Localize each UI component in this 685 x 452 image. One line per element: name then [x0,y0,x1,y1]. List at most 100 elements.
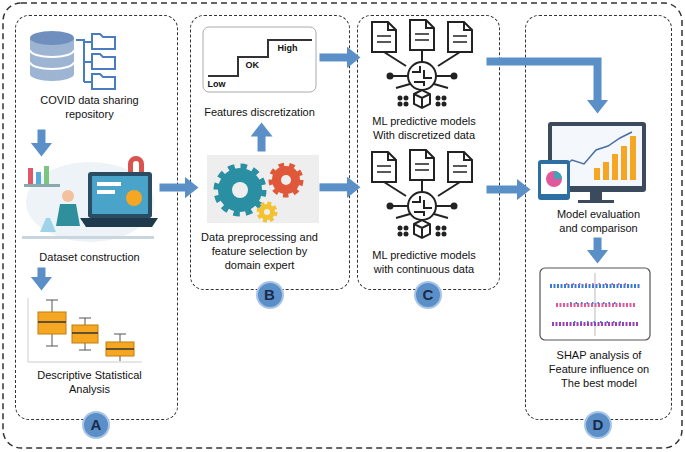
dataset-illustration [92,176,148,214]
illustrated-step: Data preprocessing and feature selection… [200,152,320,264]
dataset-illustration [62,190,74,202]
folder-tree-icon [92,34,115,49]
outer-frame [3,3,682,448]
flow-arrow [258,136,266,152]
ml-model-icon [405,97,408,100]
monitor-illustration [630,136,636,180]
database-icon [30,31,74,81]
ml-model-icon [408,62,436,90]
monitor-illustration [538,122,646,203]
dataset-illustration [126,190,142,206]
gears-illustration [259,204,275,220]
ml-model-icon [390,76,454,88]
ml-model-icon [426,20,434,28]
illustrated-step: ML predictive models with continuous dat… [362,148,487,278]
shap-beeswarm-illustration [552,322,638,326]
shap-beeswarm-illustration [556,303,636,307]
dataset-illustration [97,182,121,186]
dataset-illustration [80,218,158,227]
caption-text: ML predictive models with continuous dat… [362,248,487,276]
folder-tree-icon [76,40,92,82]
monitor-illustration [590,192,602,200]
ml-model-icon [437,103,440,106]
shap-beeswarm-illustration [570,302,620,304]
monitor-illustration [541,164,567,194]
illustrated-step: HighOKLowFeatures discretization [200,25,320,122]
monitor-illustration [594,168,600,180]
ml-model-icon [410,20,434,50]
caption-text: Features discretization [190,105,330,119]
panel-badge: A [82,411,110,439]
boxplot-illustration [72,332,98,334]
stage-panel: CML predictive models With discretized d… [357,15,500,290]
ml-model-icon [372,20,472,108]
folder-tree-icon [92,54,115,69]
dataset-illustration [128,156,144,172]
illustrated-step: SHAP analysis of Feature influence on Th… [532,265,667,400]
step-chart-illustration [208,40,312,76]
monitor-illustration [560,132,632,170]
flow-arrow [320,53,348,61]
boxplot-illustration [38,321,66,323]
illustrated-step: Descriptive Statistical Analysis [20,292,160,410]
ml-model-icon [388,74,393,79]
ml-model-icon [372,22,396,52]
step-chart-illustration [203,27,316,92]
ml-model-icon [384,50,460,66]
ml-model-icon [399,97,402,100]
illustrated-step: Model evaluation and comparison [532,115,667,238]
step-chart-illustration [203,27,316,92]
flow-arrow [487,185,518,193]
gears-illustration [272,166,300,194]
monitor-illustration [546,171,562,187]
ml-model-icon [388,22,396,30]
flow-arrow [37,268,45,278]
dataset-illustration [40,218,56,232]
dataset-illustration [88,172,152,218]
dataset-illustration [22,236,154,239]
illustrated-step: ML predictive models With discretized da… [362,18,487,142]
shap-beeswarm-illustration [540,268,650,340]
gears-illustration [218,168,262,212]
gears-illustration [207,155,319,223]
panel-badge: B [256,281,284,309]
ml-model-icon [399,103,402,106]
monitor-illustration [621,146,627,180]
caption-text: COVID data sharing repository [20,93,160,121]
level-label: Low [208,79,226,90]
stage-panel: BHighOKLowFeatures discretizationData pr… [190,15,350,290]
caption-text: Dataset construction [20,250,160,264]
gears-illustration [207,155,319,223]
ml-model-icon [412,66,432,86]
gears-illustration [281,175,291,185]
dataset-illustration [56,204,80,226]
panel-badge: C [414,281,442,309]
dataset-illustration [28,168,33,184]
caption-text: ML predictive models With discretized da… [362,114,487,142]
level-label: OK [246,60,260,71]
gears-illustration [232,182,248,198]
ml-model-icon [372,150,472,238]
ml-model-icon [377,34,467,42]
flow-arrow [594,238,602,251]
dataset-illustration [22,156,158,242]
monitor-illustration [578,200,614,203]
stage-panel: ACOVID data sharing repositoryDataset co… [15,15,178,420]
boxplot-illustration [106,348,134,350]
caption-text: Model evaluation and comparison [549,207,649,235]
ml-model-icon [448,22,472,52]
flow-arrow [320,183,348,191]
dataset-illustration [44,166,49,184]
shap-beeswarm-illustration [566,283,628,285]
boxplot-illustration [38,312,66,334]
stage-panel: DModel evaluation and comparisonSHAP ana… [525,15,672,420]
boxplot-illustration [28,298,142,362]
shap-beeswarm-illustration [550,284,640,288]
dataset-illustration [97,190,115,194]
ml-model-icon [414,90,430,108]
database-icon [30,50,74,69]
ml-model-icon [405,103,408,106]
caption-text: Descriptive Statistical Analysis [35,368,145,396]
gears-illustration [264,209,270,215]
